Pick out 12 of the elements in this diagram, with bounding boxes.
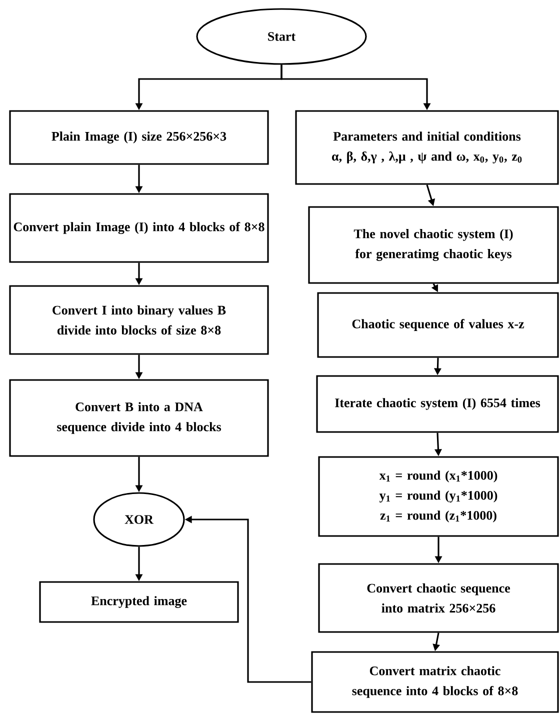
process-box: Parameters and initial conditions α, β, δ,γ , λ,μ , ψ and ω, x$_{0}$, y$_{0}$, z$_{0}$ (295, 110, 559, 185)
process-box: Convert I into binary values B divide into blocks of size 8×8 (9, 285, 269, 355)
process-box: Plain Image (I) size 256×256×3 (9, 110, 269, 165)
process-box: Iterate chaotic system (I) 6554 times (316, 375, 559, 433)
process-box: x$_{1}$ = round (x$_{1}$*1000) y$_{1}$ = round (y$_{1}$*1000) z$_{1}$ = round (z$_{1}$*1000) (318, 456, 559, 537)
process-box: Convert plain Image (I) into 4 blocks of 8×8 (9, 193, 269, 263)
process-box: Chaotic sequence of values x-z (317, 292, 559, 358)
process-box: Convert chaotic sequence into matrix 256×256 (318, 563, 559, 633)
process-box: Encrypted image (39, 581, 239, 623)
process-box: Convert matrix chaotic sequence into 4 blocks of 8×8 (311, 651, 559, 713)
process-box: Convert B into a DNA sequence divide into 4 blocks (9, 379, 269, 457)
process-box: The novel chaotic system (I) for generatimg chaotic keys (308, 206, 559, 284)
